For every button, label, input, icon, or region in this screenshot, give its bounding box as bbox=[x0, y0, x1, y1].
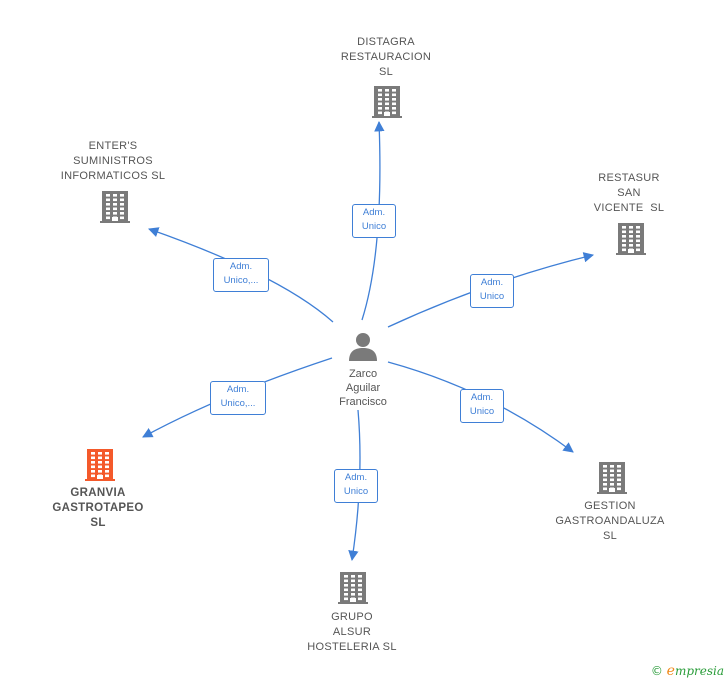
center-person-node[interactable] bbox=[340, 330, 386, 364]
building-icon[interactable] bbox=[85, 448, 115, 487]
role-label-enters: Adm. Unico,... bbox=[213, 258, 269, 292]
center-person-label[interactable]: Zarco Aguilar Francisco bbox=[339, 368, 387, 408]
building-icon[interactable] bbox=[597, 461, 627, 500]
company-label-granvia[interactable]: GRANVIA GASTROTAPEO SL bbox=[52, 487, 144, 529]
role-label-gestion: Adm. Unico bbox=[460, 389, 504, 423]
role-label-grupo: Adm. Unico bbox=[334, 469, 378, 503]
role-label-granvia: Adm. Unico,... bbox=[210, 381, 266, 415]
building-icon[interactable] bbox=[372, 85, 402, 124]
building-icon[interactable] bbox=[100, 190, 130, 229]
brand-watermark: © empresia bbox=[650, 663, 724, 679]
person-icon bbox=[349, 333, 377, 361]
role-label-distagra: Adm. Unico bbox=[352, 204, 396, 238]
role-label-restasur: Adm. Unico bbox=[470, 274, 514, 308]
company-label-enters[interactable]: ENTER'S SUMINISTROS INFORMATICOS SL bbox=[60, 140, 166, 182]
company-label-gestion[interactable]: GESTION GASTROANDALUZA SL bbox=[555, 500, 665, 542]
building-icon[interactable] bbox=[338, 571, 368, 610]
building-icon[interactable] bbox=[616, 222, 646, 261]
company-label-grupo[interactable]: GRUPO ALSUR HOSTELERIA SL bbox=[307, 611, 397, 653]
company-label-restasur[interactable]: RESTASUR SAN VICENTE SL bbox=[593, 172, 665, 214]
company-label-distagra[interactable]: DISTAGRA RESTAURACION SL bbox=[340, 36, 432, 78]
